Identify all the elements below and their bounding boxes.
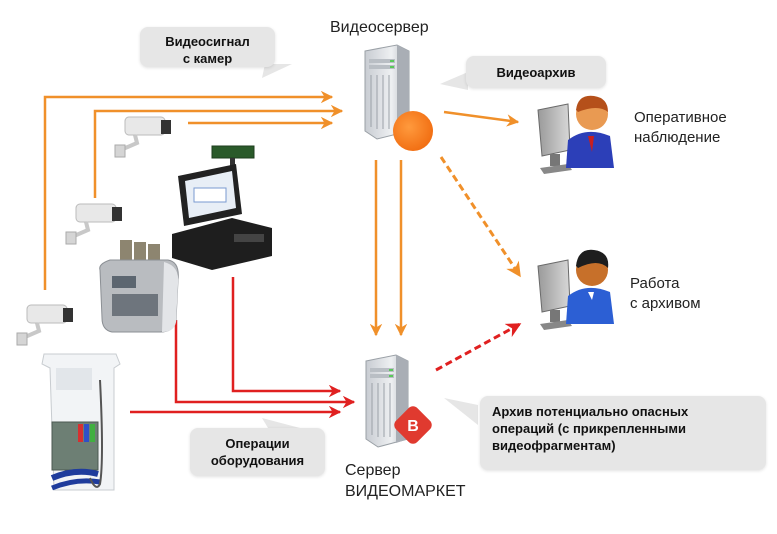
- callout-tail: [440, 72, 468, 90]
- operator-archive-icon[interactable]: [537, 249, 614, 330]
- arrow-to-archive-operator: [439, 156, 522, 278]
- callout-line: Архив потенциально опасных: [492, 404, 689, 419]
- arrow-to-live-operator: [443, 110, 520, 127]
- video-signal-callout: Видеосигнал с камер: [140, 27, 275, 67]
- equipment-ops-callout: Операции оборудования: [190, 428, 325, 476]
- dangerous-ops-archive-callout: Архив потенциально опасных операций (с п…: [480, 396, 766, 470]
- arrow-videomarket-to-archive-operator: [435, 322, 522, 372]
- label-line: с архивом: [630, 295, 701, 312]
- fuel-dispenser-icon[interactable]: [41, 353, 121, 491]
- videomarket-logo-letter: В: [407, 418, 419, 435]
- pos-terminal-icon[interactable]: [172, 145, 272, 270]
- video-server-label: Видеосервер: [330, 19, 429, 36]
- label-line: Оперативное: [634, 109, 727, 126]
- callout-tail: [444, 398, 478, 425]
- video-archive-callout: Видеоархив: [466, 56, 606, 88]
- banknote-counter-icon[interactable]: [99, 240, 179, 333]
- operator-live-label: Оперативное наблюдение: [634, 108, 727, 148]
- label-line: Работа: [630, 275, 680, 292]
- server-to-server-arrows: [369, 160, 408, 337]
- videomarket-server-label: Сервер ВИДЕОМАРКЕТ: [345, 460, 466, 502]
- arrow-camera-2: [93, 104, 344, 198]
- video-archive-badge-icon: [393, 111, 433, 151]
- callout-tail: [262, 64, 292, 78]
- callout-line: оборудования: [210, 453, 305, 468]
- callout-tail: [262, 418, 300, 428]
- operator-live-icon[interactable]: [537, 95, 614, 174]
- operator-archive-label: Работа с архивом: [630, 274, 701, 314]
- arrow-camera-3: [43, 90, 334, 290]
- video-signal-arrows: [43, 90, 344, 290]
- equipment-ops-arrows: [130, 277, 356, 419]
- callout-line: видеофрагментам): [492, 438, 616, 453]
- label-line: Сервер: [345, 462, 401, 479]
- camera-icon[interactable]: [114, 116, 171, 158]
- callout-line: Видеоархив: [496, 65, 576, 80]
- camera-icon[interactable]: [16, 304, 73, 346]
- callout-line: Видеосигнал: [165, 34, 250, 49]
- callout-line: операций (с прикрепленными: [492, 421, 686, 436]
- callout-line: с камер: [182, 51, 233, 66]
- callout-line: Операции: [225, 436, 290, 451]
- label-line: ВИДЕОМАРКЕТ: [345, 483, 466, 500]
- videomarket-logo-icon: [394, 406, 432, 444]
- label-line: наблюдение: [634, 129, 721, 146]
- camera-icon[interactable]: [65, 203, 122, 245]
